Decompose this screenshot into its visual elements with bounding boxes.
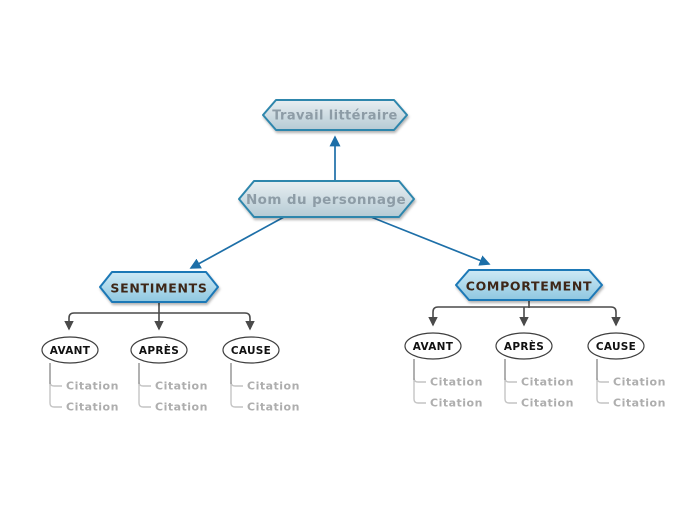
node-travail-litteraire-label: Travail littéraire [272,109,398,124]
node-nom-du-personnage[interactable] [238,180,415,218]
citation-item[interactable]: Citation [155,401,208,414]
citation-elbow [138,363,151,408]
citation-item[interactable]: Citation [521,397,574,410]
citation-elbow [504,377,517,383]
citation-elbow [596,377,609,383]
citation-elbow [230,363,243,408]
citation-item[interactable]: Citation [613,376,666,389]
citation-item[interactable]: Citation [247,401,300,414]
node-sentiments-apres[interactable] [130,336,188,364]
node-comportement-cause-label: CAUSE [596,341,636,353]
node-sentiments[interactable] [99,271,219,303]
citation-elbow [596,359,609,404]
node-comportement-label: COMPORTEMENT [466,279,593,294]
citation-elbow [230,381,243,387]
connector-comportement-avant [428,306,529,327]
citation-elbow [49,363,62,408]
citation-item[interactable]: Citation [66,380,119,393]
citation-item[interactable]: Citation [613,397,666,410]
connector-main-to-sentiments [189,216,285,269]
citation-item[interactable]: Citation [430,397,483,410]
connector-main-to-comportement [370,216,491,266]
citation-elbow [504,359,517,404]
node-comportement-cause[interactable] [587,332,645,360]
connector-comportement-apres-h [529,306,621,327]
node-comportement-avant-label: AVANT [413,341,454,353]
citation-elbow [138,381,151,387]
node-sentiments-cause[interactable] [222,336,280,364]
node-sentiments-label: SENTIMENTS [110,281,207,296]
node-comportement-avant[interactable] [404,332,462,360]
citation-item[interactable]: Citation [155,380,208,393]
citation-item[interactable]: Citation [66,401,119,414]
citation-elbow [49,381,62,387]
citation-item[interactable]: Citation [430,376,483,389]
node-comportement[interactable] [455,269,603,301]
citation-elbow [413,377,426,383]
node-sentiments-cause-label: CAUSE [231,345,271,357]
citation-item[interactable]: Citation [247,380,300,393]
connector-sentiments-avant [64,312,159,331]
node-travail-litteraire[interactable] [262,99,408,131]
connector-sentiments-cause [159,312,255,331]
node-sentiments-avant-label: AVANT [50,345,91,357]
node-comportement-apres-label: APRÈS [504,340,544,353]
node-comportement-apres[interactable] [495,332,553,360]
citation-elbow [413,359,426,404]
node-sentiments-apres-label: APRÈS [139,344,179,357]
citation-item[interactable]: Citation [521,376,574,389]
node-nom-du-personnage-label: Nom du personnage [246,192,406,208]
node-sentiments-avant[interactable] [41,336,99,364]
